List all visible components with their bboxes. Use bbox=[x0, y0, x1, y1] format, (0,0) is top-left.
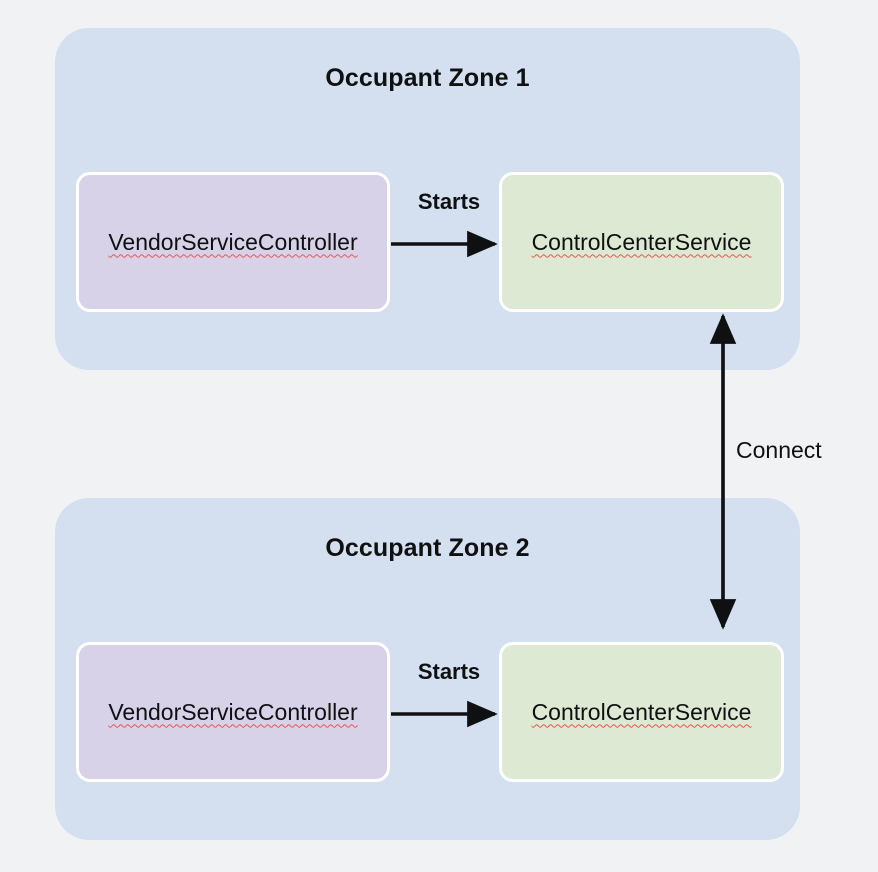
zone-2-vendor-service-controller-label: VendorServiceController bbox=[108, 698, 358, 725]
zone-1-title: Occupant Zone 1 bbox=[325, 64, 530, 92]
occupant-zone-2-container: Occupant Zone 2 VendorServiceController … bbox=[55, 498, 800, 840]
zone-2-title: Occupant Zone 2 bbox=[325, 534, 530, 562]
zone-1-starts-arrow bbox=[391, 230, 498, 258]
zone-2-control-center-service-node[interactable]: ControlCenterService bbox=[499, 642, 784, 782]
connect-edge-label: Connect bbox=[736, 437, 822, 463]
zone-1-control-center-service-node[interactable]: ControlCenterService bbox=[499, 172, 784, 312]
zone-1-starts-edge-label: Starts bbox=[417, 189, 481, 214]
zone-2-starts-edge-label: Starts bbox=[417, 659, 481, 684]
occupant-zone-1-container: Occupant Zone 1 VendorServiceController … bbox=[55, 28, 800, 370]
zone-1-vendor-service-controller-label: VendorServiceController bbox=[108, 228, 358, 255]
zone-1-vendor-service-controller-node[interactable]: VendorServiceController bbox=[76, 172, 390, 312]
zone-1-control-center-service-label: ControlCenterService bbox=[531, 228, 752, 255]
zone-2-starts-arrow bbox=[391, 700, 498, 728]
zone-2-control-center-service-label: ControlCenterService bbox=[531, 698, 752, 725]
zone-2-vendor-service-controller-node[interactable]: VendorServiceController bbox=[76, 642, 390, 782]
connect-bidirectional-arrow bbox=[709, 313, 737, 630]
